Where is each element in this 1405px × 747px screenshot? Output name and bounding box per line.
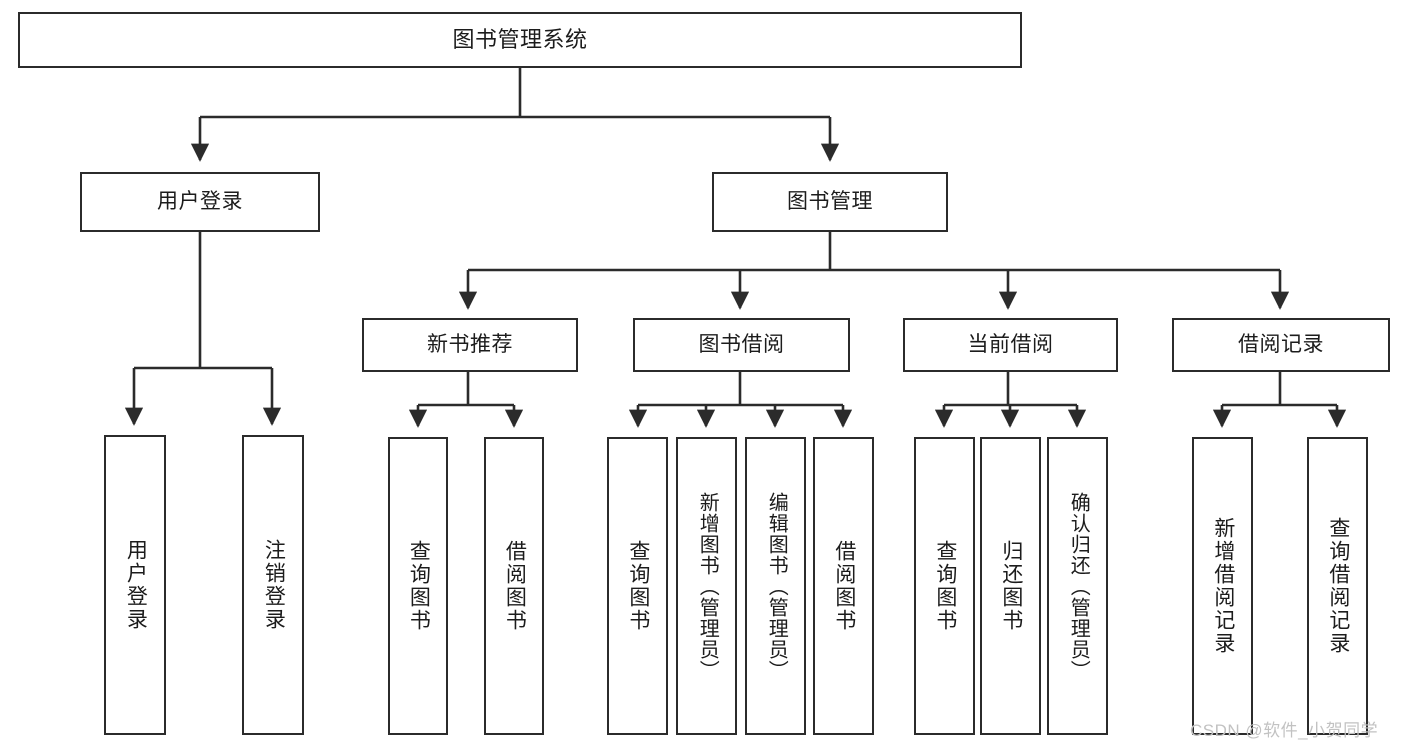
- node-book-management[interactable]: 图书管理: [712, 172, 948, 232]
- node-label: 归还图书: [999, 540, 1023, 632]
- node-new-book-recommendation[interactable]: 新书推荐: [362, 318, 578, 372]
- leaf-return-book[interactable]: 归还图书: [980, 437, 1041, 735]
- node-label: 确认归还（管理员）: [1067, 491, 1090, 681]
- node-label: 编辑图书（管理员）: [765, 491, 788, 681]
- node-label: 图书管理系统: [452, 27, 588, 53]
- leaf-borrow-book[interactable]: 借阅图书: [813, 437, 874, 735]
- leaf-query-books-recommend[interactable]: 查询图书: [388, 437, 448, 735]
- leaf-query-books-current[interactable]: 查询图书: [914, 437, 975, 735]
- node-root-book-management-system[interactable]: 图书管理系统: [18, 12, 1022, 68]
- node-user-login[interactable]: 用户登录: [80, 172, 320, 232]
- node-label: 查询图书: [933, 540, 957, 632]
- leaf-add-book-admin[interactable]: 新增图书（管理员）: [676, 437, 737, 735]
- leaf-borrow-books-recommend[interactable]: 借阅图书: [484, 437, 544, 735]
- leaf-user-login[interactable]: 用户登录: [104, 435, 166, 735]
- node-label: 注销登录: [262, 539, 286, 631]
- node-label: 借阅图书: [832, 540, 856, 632]
- node-label: 查询借阅记录: [1326, 517, 1350, 655]
- leaf-add-borrow-record[interactable]: 新增借阅记录: [1192, 437, 1253, 735]
- node-label: 用户登录: [157, 189, 243, 213]
- node-label: 借阅图书: [503, 540, 527, 632]
- node-label: 当前借阅: [967, 332, 1054, 356]
- leaf-logout-login[interactable]: 注销登录: [242, 435, 304, 735]
- node-label: 新增图书（管理员）: [696, 491, 719, 681]
- node-label: 图书借阅: [698, 332, 785, 356]
- leaf-query-borrow-record[interactable]: 查询借阅记录: [1307, 437, 1368, 735]
- leaf-query-books-borrow[interactable]: 查询图书: [607, 437, 668, 735]
- node-label: 新书推荐: [427, 332, 513, 356]
- node-label: 借阅记录: [1238, 332, 1324, 356]
- node-label: 用户登录: [124, 539, 148, 631]
- node-label: 查询图书: [407, 540, 431, 632]
- node-current-borrowing[interactable]: 当前借阅: [903, 318, 1118, 372]
- node-book-borrowing[interactable]: 图书借阅: [633, 318, 850, 372]
- leaf-confirm-return-admin[interactable]: 确认归还（管理员）: [1047, 437, 1108, 735]
- node-label: 新增借阅记录: [1211, 517, 1235, 655]
- node-label: 图书管理: [787, 189, 873, 213]
- node-borrowing-records[interactable]: 借阅记录: [1172, 318, 1390, 372]
- leaf-edit-book-admin[interactable]: 编辑图书（管理员）: [745, 437, 806, 735]
- node-label: 查询图书: [626, 540, 650, 632]
